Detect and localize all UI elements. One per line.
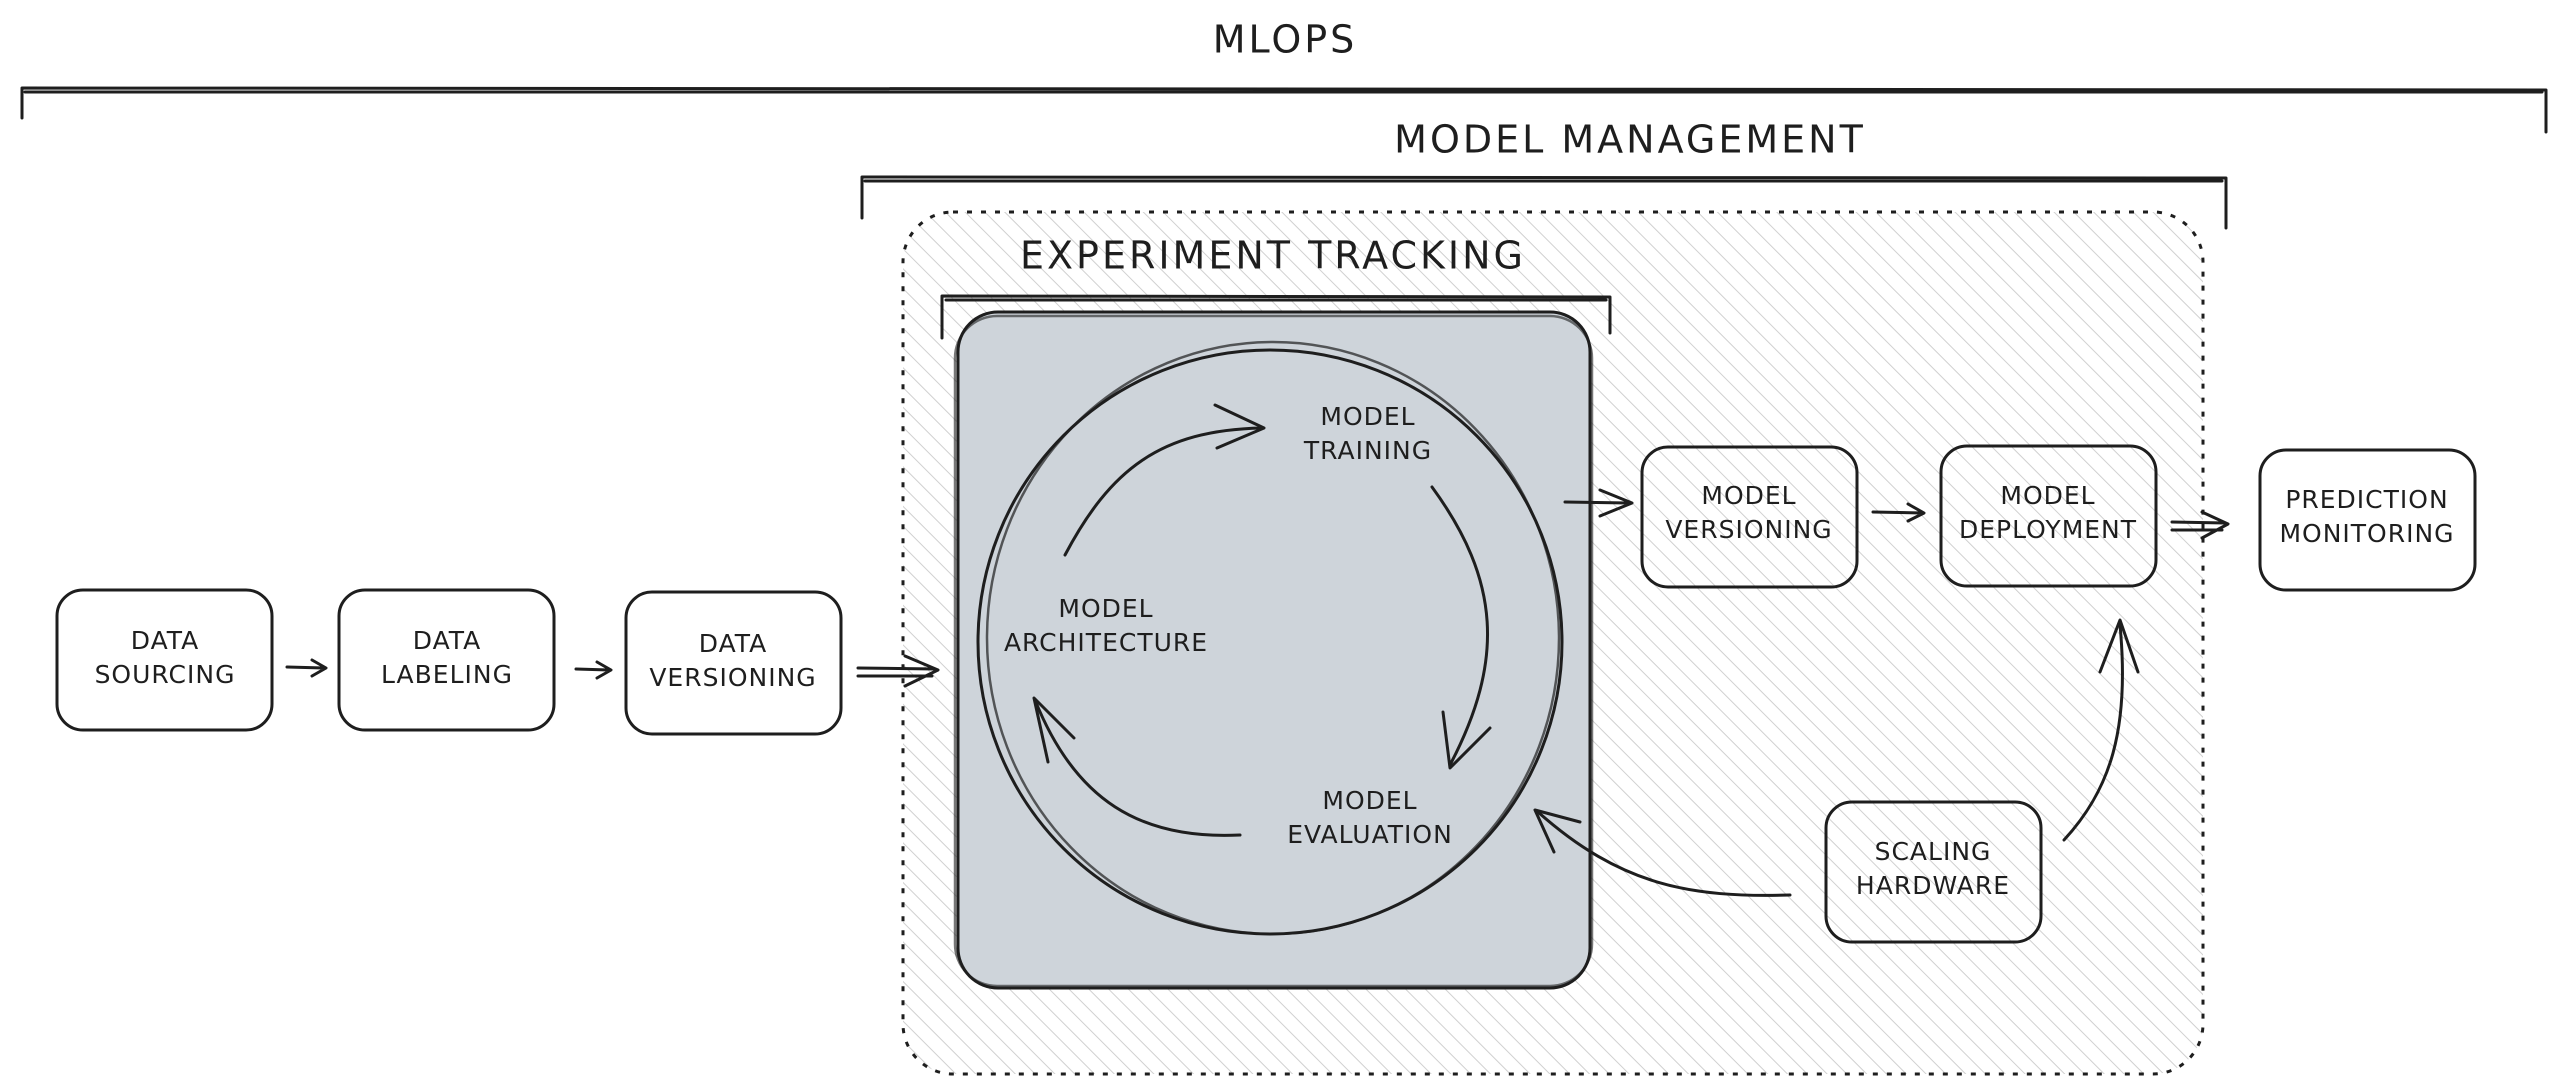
- arrow-training-to-evaluation: [1430, 485, 1492, 770]
- experiment-tracking-title: EXPERIMENT TRACKING: [1020, 234, 1526, 278]
- svg-text:MODEL: MODEL: [1058, 594, 1153, 623]
- node-model-architecture: MODEL ARCHITECTURE: [1004, 594, 1208, 657]
- svg-text:DATA: DATA: [413, 626, 481, 655]
- svg-text:VERSIONING: VERSIONING: [649, 663, 816, 692]
- arrow-deployment-to-monitoring: [2170, 510, 2230, 540]
- node-model-versioning: MODEL VERSIONING: [1640, 445, 1859, 589]
- model-management-bracket: [860, 175, 2228, 230]
- mlops-title: MLOPS: [1213, 18, 1358, 62]
- experiment-tracking-bracket: [940, 294, 1612, 340]
- node-model-training: MODEL TRAINING: [1303, 402, 1432, 465]
- svg-text:DATA: DATA: [699, 629, 767, 658]
- arrow-versioning-to-deployment: [1871, 502, 1926, 523]
- svg-text:DEPLOYMENT: DEPLOYMENT: [1959, 515, 2137, 544]
- svg-text:SOURCING: SOURCING: [95, 660, 236, 689]
- arrow-evaluation-to-architecture: [1032, 696, 1242, 837]
- svg-text:MODEL: MODEL: [1320, 402, 1415, 431]
- arrow-experiment-to-model-versioning: [1563, 488, 1634, 518]
- node-data-versioning: DATA VERSIONING: [624, 590, 843, 736]
- node-scaling-hardware: SCALING HARDWARE: [1824, 800, 2043, 944]
- svg-text:ARCHITECTURE: ARCHITECTURE: [1004, 628, 1208, 657]
- svg-text:LABELING: LABELING: [381, 660, 513, 689]
- arrow-scaling-to-evaluation: [1533, 808, 1792, 897]
- svg-text:HARDWARE: HARDWARE: [1856, 871, 2010, 900]
- svg-text:MONITORING: MONITORING: [2279, 519, 2454, 548]
- arrow-sourcing-to-labeling: [285, 658, 328, 678]
- node-prediction-monitoring: PREDICTION MONITORING: [2258, 448, 2477, 592]
- node-model-deployment: MODEL DEPLOYMENT: [1939, 444, 2158, 588]
- arrow-architecture-to-training: [1063, 403, 1266, 557]
- svg-text:MODEL: MODEL: [1322, 786, 1417, 815]
- arrow-versioning-to-experiment: [856, 654, 940, 688]
- arrow-scaling-to-deployment: [2062, 618, 2140, 842]
- svg-text:TRAINING: TRAINING: [1303, 436, 1432, 465]
- svg-text:VERSIONING: VERSIONING: [1665, 515, 1832, 544]
- mlops-bracket: [20, 86, 2548, 134]
- svg-text:MODEL: MODEL: [2000, 481, 2095, 510]
- svg-text:DATA: DATA: [131, 626, 199, 655]
- arrow-labeling-to-versioning: [574, 660, 613, 680]
- svg-text:EVALUATION: EVALUATION: [1287, 820, 1453, 849]
- node-data-sourcing: DATA SOURCING: [55, 588, 274, 732]
- model-management-title: MODEL MANAGEMENT: [1394, 118, 1866, 162]
- svg-text:PREDICTION: PREDICTION: [2285, 485, 2448, 514]
- node-model-evaluation: MODEL EVALUATION: [1287, 786, 1453, 849]
- node-data-labeling: DATA LABELING: [337, 588, 556, 732]
- svg-text:MODEL: MODEL: [1701, 481, 1796, 510]
- svg-text:SCALING: SCALING: [1875, 837, 1992, 866]
